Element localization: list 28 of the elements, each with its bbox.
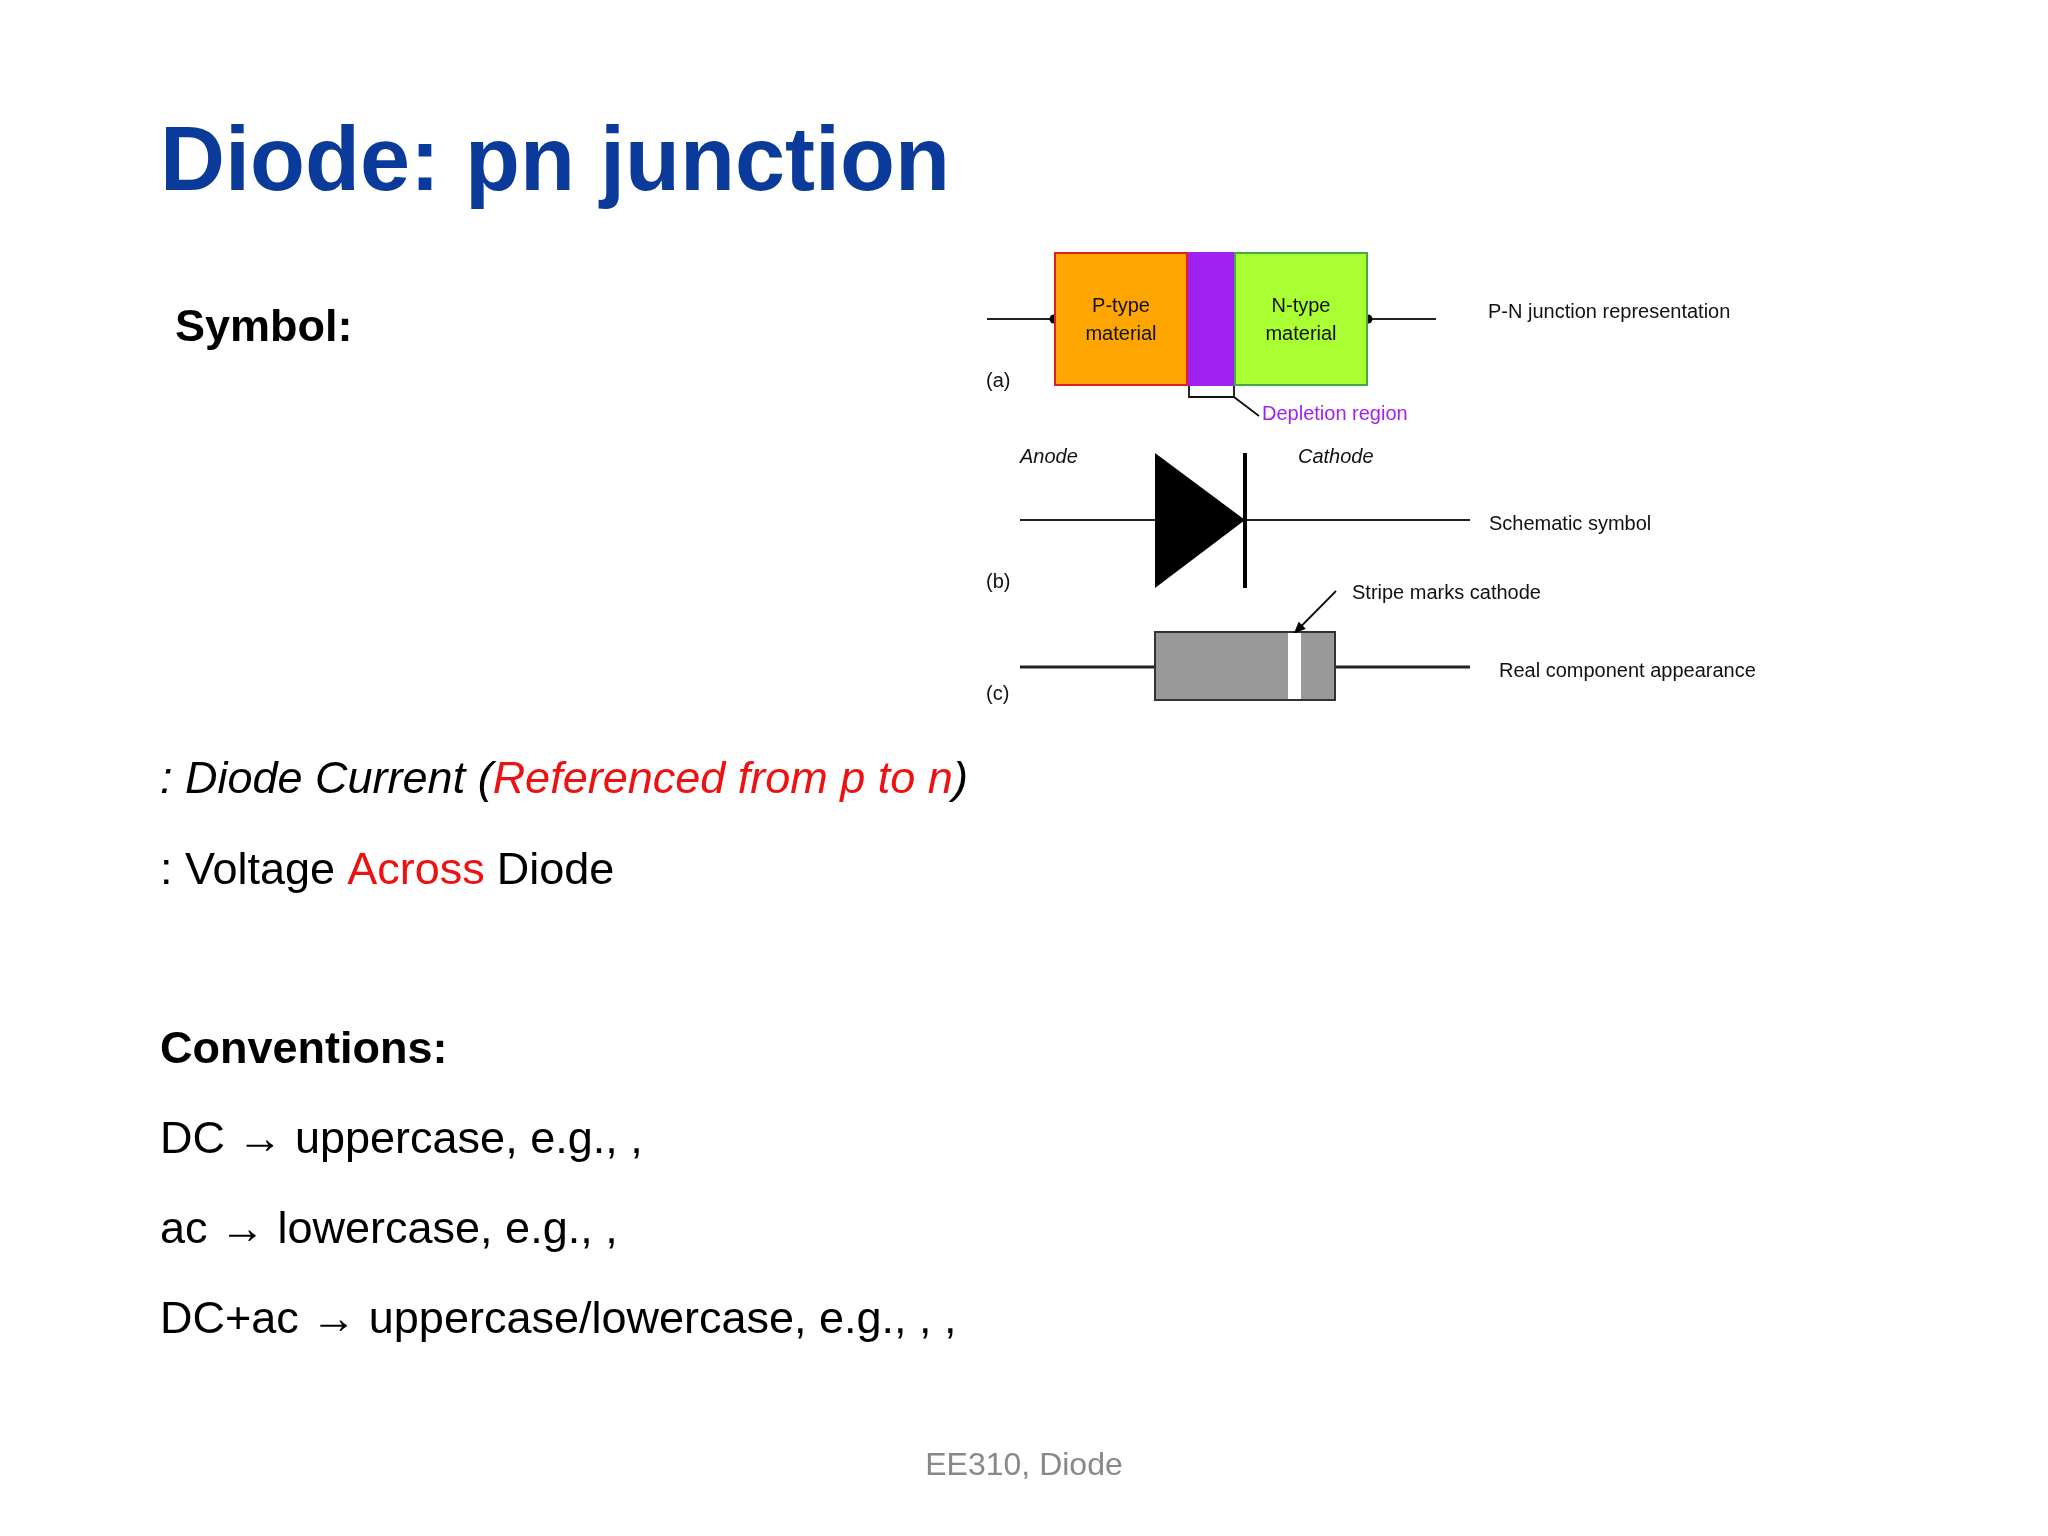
p-type-region — [1054, 252, 1188, 386]
panel-label: (b) — [986, 570, 1011, 593]
heading: Symbol: — [175, 300, 353, 352]
cathode-stripe — [1288, 633, 1301, 699]
definition-text: : Voltage — [160, 843, 336, 894]
depletion-band — [1188, 252, 1234, 386]
definition-text: Diode — [496, 843, 615, 894]
arrow — [1293, 590, 1337, 634]
definition-text: Across — [347, 843, 485, 894]
region-label: P-type material — [1084, 293, 1158, 346]
callout-label: Stripe marks cathode — [1352, 580, 1541, 605]
convention-text: DC → uppercase, e.g., , — [160, 1112, 643, 1164]
panel-label: (a) — [986, 369, 1011, 392]
n-type-region — [1234, 252, 1368, 386]
panel-label: (c) — [986, 682, 1010, 705]
convention-text: ac → lowercase, e.g., , — [160, 1202, 618, 1254]
terminal-label: Anode — [1020, 445, 1078, 468]
leader-line — [1188, 385, 1260, 417]
callout-label: Depletion region — [1262, 401, 1408, 426]
diagram-label: Real component appearance — [1499, 659, 1756, 682]
convention-text: DC+ac → uppercase/lowercase, e.g., , , — [160, 1292, 957, 1344]
terminal-label: Cathode — [1298, 445, 1374, 468]
heading: Conventions: — [160, 1022, 448, 1074]
slide-title: Diode: pn junction — [160, 108, 950, 211]
slide-footer: EE310, Diode — [0, 1446, 2048, 1483]
diagram-label: Schematic symbol — [1489, 512, 1652, 535]
diagram-label: P-N junction representation — [1488, 300, 1731, 323]
region-label: N-type material — [1264, 293, 1338, 346]
